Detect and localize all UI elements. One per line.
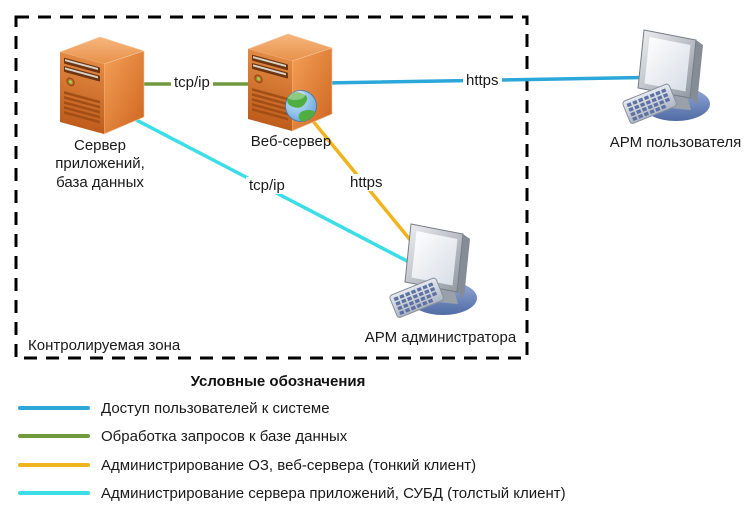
legend-item-label: Администрирование сервера приложений, СУ… xyxy=(101,484,566,502)
edge-label-admin-tcpip: tcp/ip xyxy=(246,177,288,194)
app-server-label-line1: Сервер приложений, xyxy=(55,137,145,173)
admin-workstation-label: АРМ администратора xyxy=(364,329,517,346)
legend-title: Условные обозначения xyxy=(190,373,366,390)
edge-label-admin-https: https xyxy=(347,174,386,191)
legend-item-label: Администрирование ОЗ, веб-сервера (тонки… xyxy=(101,456,477,474)
legend-item-db-requests: Обработка запросов к базе данных xyxy=(18,425,347,447)
legend-item-thick-client-admin: Администрирование сервера приложений, СУ… xyxy=(18,482,566,504)
legend-swatch-thick-client xyxy=(18,490,90,496)
legend-item-label: Доступ пользователей к системе xyxy=(101,399,330,417)
legend-swatch-db-requests xyxy=(18,433,90,439)
app-server-icon xyxy=(59,36,145,135)
edge-label-user-https: https xyxy=(463,72,502,89)
edge-label-db-tcpip: tcp/ip xyxy=(171,74,213,91)
app-server-label: Сервер приложений, база данных xyxy=(30,137,170,192)
legend-item-user-access: Доступ пользователей к системе xyxy=(18,397,330,419)
legend-item-thin-client-admin: Администрирование ОЗ, веб-сервера (тонки… xyxy=(18,454,476,476)
legend-swatch-thin-client xyxy=(18,462,90,468)
app-server-label-line2: база данных xyxy=(56,173,144,191)
user-workstation-label: АРМ пользователя xyxy=(609,134,742,151)
web-server-label: Веб-сервер xyxy=(250,133,332,150)
controlled-zone-label: Контролируемая зона xyxy=(28,337,181,354)
controlled-zone-border xyxy=(14,15,529,360)
legend-swatch-user-access xyxy=(18,405,90,411)
legend-item-label: Обработка запросов к базе данных xyxy=(101,427,348,445)
admin-workstation-icon xyxy=(388,223,478,319)
